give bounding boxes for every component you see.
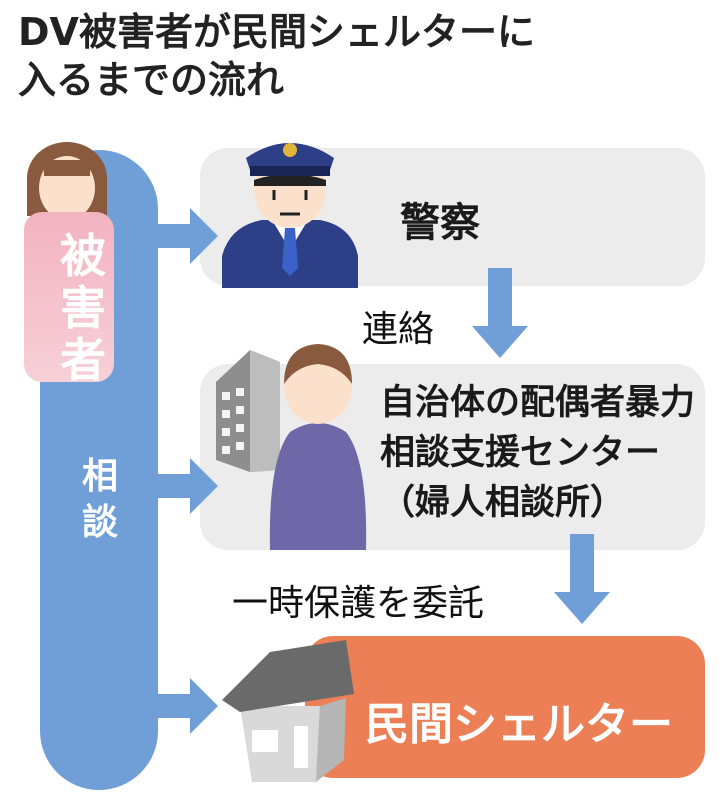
- consult-label: 相 談: [78, 454, 122, 546]
- counselor-icon: [269, 344, 367, 550]
- title-line-2: 入るまでの流れ: [18, 58, 285, 102]
- arrow-to-center: [158, 458, 218, 514]
- center-line-1: 自治体の配偶者暴力: [380, 383, 696, 423]
- police-label: 警察: [400, 200, 480, 246]
- consult-char-2: 談: [81, 502, 118, 543]
- arrow-to-shelter: [158, 678, 218, 734]
- arrows-down: [472, 268, 610, 624]
- victim-label-box: [24, 212, 114, 382]
- building-icon: [216, 350, 280, 472]
- arrow-to-police: [158, 208, 218, 264]
- victim-char-3: 者: [60, 333, 106, 387]
- arrow-police-to-center: [472, 268, 528, 358]
- arrows-right: [158, 208, 218, 734]
- consult-char-1: 相: [81, 456, 118, 497]
- center-label: 自治体の配偶者暴力 相談支援センター （婦人相談所）: [380, 378, 695, 528]
- house-icon: [222, 640, 354, 782]
- shelter-box: [305, 636, 705, 778]
- woman-icon: [27, 142, 107, 220]
- shelter-label: 民間シェルター: [365, 699, 673, 750]
- center-line-2: 相談支援センター: [380, 433, 661, 473]
- victim-label: 被 害 者: [60, 229, 106, 387]
- police-officer-icon: [222, 143, 358, 288]
- diagram-title: DV被害者が民間シェルターに 入るまでの流れ: [18, 8, 535, 104]
- victim-char-2: 害: [60, 281, 106, 335]
- contact-label: 連絡: [362, 309, 435, 350]
- arrow-center-to-shelter: [554, 534, 610, 624]
- title-line-1: DV被害者が民間シェルターに: [18, 10, 535, 54]
- entrust-label: 一時保護を委託: [232, 583, 485, 624]
- victim-char-1: 被: [60, 229, 106, 283]
- center-line-3: （婦人相談所）: [380, 483, 626, 523]
